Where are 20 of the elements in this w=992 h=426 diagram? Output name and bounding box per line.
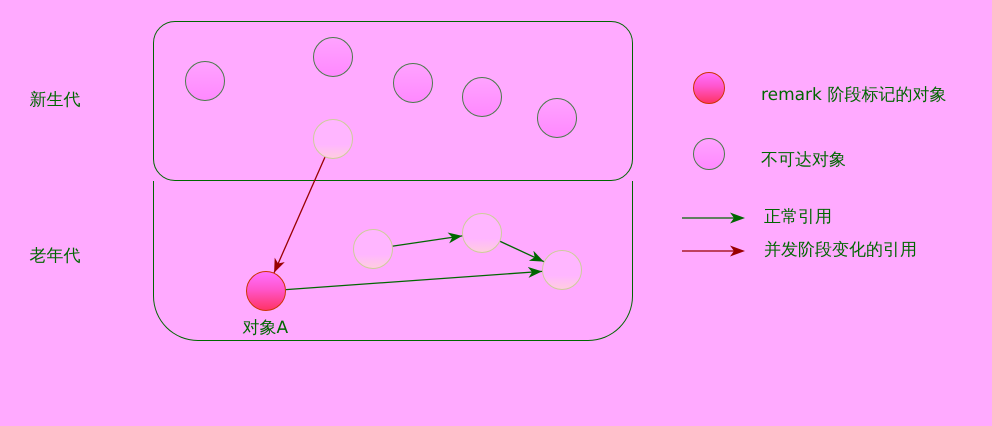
object-circle (462, 76, 502, 117)
object-label: 对象A (242, 318, 288, 338)
legend-label: 不可达对象 (761, 150, 846, 170)
object-circle (542, 250, 582, 290)
legend-label: remark 阶段标记的对象 (761, 85, 946, 105)
object-circle (392, 62, 433, 103)
object-circle (536, 98, 577, 138)
region-label: 老年代 (30, 246, 81, 266)
arrow (274, 157, 326, 273)
arrow (286, 266, 542, 290)
legend-label: 正常引用 (764, 207, 832, 227)
object-circle (352, 229, 393, 269)
region-label: 新生代 (30, 90, 81, 110)
object-circle (312, 118, 353, 159)
object-circle (312, 36, 353, 77)
legend-label: 并发阶段变化的引用 (764, 240, 917, 260)
object-circle (462, 213, 502, 253)
arrow (392, 232, 462, 247)
object-circle (184, 60, 225, 101)
arrow (500, 240, 544, 262)
